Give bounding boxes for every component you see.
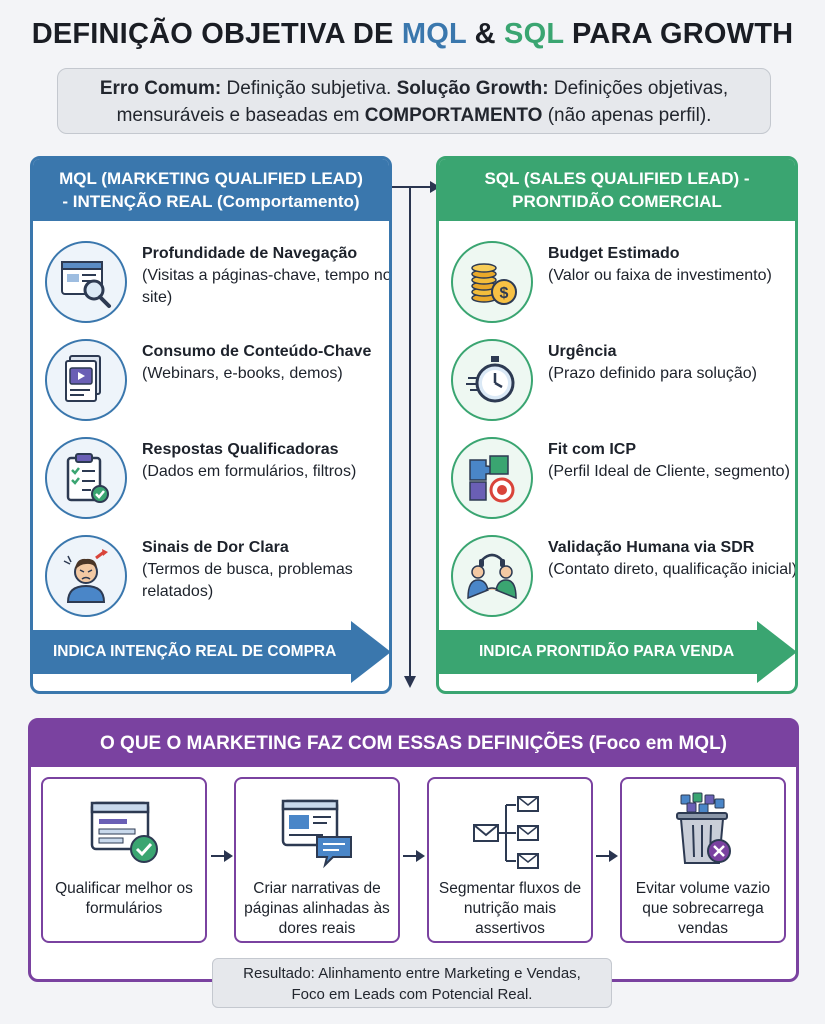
browser-magnifier-icon	[45, 241, 127, 323]
step-page-narratives: Criar narrativas de páginas alinhadas às…	[234, 777, 400, 943]
page-chat-icon	[236, 785, 398, 877]
sql-header: SQL (SALES QUALIFIED LEAD) - PRONTIDÃO C…	[439, 159, 795, 221]
common-error-banner: Erro Comum: Definição subjetiva. Solução…	[57, 68, 771, 134]
mql-item-pain-signals: Sinais de Dor Clara(Termos de busca, pro…	[45, 535, 385, 625]
content-video-icon	[45, 339, 127, 421]
clipboard-check-icon	[45, 437, 127, 519]
coins-dollar-icon: $	[451, 241, 533, 323]
svg-text:$: $	[500, 285, 509, 302]
form-check-icon	[43, 785, 205, 877]
mql-panel: MQL (MARKETING QUALIFIED LEAD) - INTENÇÃ…	[30, 156, 392, 694]
step-arrow-1	[211, 850, 233, 862]
sql-item-icp-fit: Fit com ICP(Perfil Ideal de Cliente, seg…	[451, 437, 791, 527]
result-box: Resultado: Alinhamento entre Marketing e…	[212, 958, 612, 1008]
step-arrow-2	[403, 850, 425, 862]
step-avoid-empty-volume: Evitar volume vazio que sobrecarrega ven…	[620, 777, 786, 943]
sql-item-sdr-validation: Validação Humana via SDR(Contato direto,…	[451, 535, 795, 625]
stopwatch-icon	[451, 339, 533, 421]
mql-item-navigation: Profundidade de Navegação(Visitas a pági…	[45, 241, 389, 331]
trash-overflow-icon	[622, 785, 784, 877]
sql-item-urgency: Urgência(Prazo definido para solução)	[451, 339, 791, 429]
sql-panel: SQL (SALES QUALIFIED LEAD) - PRONTIDÃO C…	[436, 156, 798, 694]
mql-item-qualifying-answers: Respostas Qualificadoras(Dados em formul…	[45, 437, 385, 527]
puzzle-target-icon	[451, 437, 533, 519]
step-arrow-3	[596, 850, 618, 862]
sql-item-budget: $ Budget Estimado(Valor ou faixa de inve…	[451, 241, 791, 331]
handshake-headset-icon	[451, 535, 533, 617]
email-flow-icon	[429, 785, 591, 877]
step-qualify-forms: Qualificar melhor os formulários	[41, 777, 207, 943]
mql-header: MQL (MARKETING QUALIFIED LEAD) - INTENÇÃ…	[33, 159, 389, 221]
marketing-actions-panel: O QUE O MARKETING FAZ COM ESSAS DEFINIÇÕ…	[28, 718, 799, 982]
step-nurture-flows: Segmentar fluxos de nutrição mais assert…	[427, 777, 593, 943]
page-title: DEFINIÇÃO OBJETIVA DE MQL & SQL PARA GRO…	[31, 18, 794, 50]
mql-item-content: Consumo de Conteúdo-Chave(Webinars, e-bo…	[45, 339, 385, 429]
frustrated-person-icon	[45, 535, 127, 617]
connector-arrows	[392, 181, 440, 688]
marketing-header: O QUE O MARKETING FAZ COM ESSAS DEFINIÇÕ…	[31, 721, 796, 767]
